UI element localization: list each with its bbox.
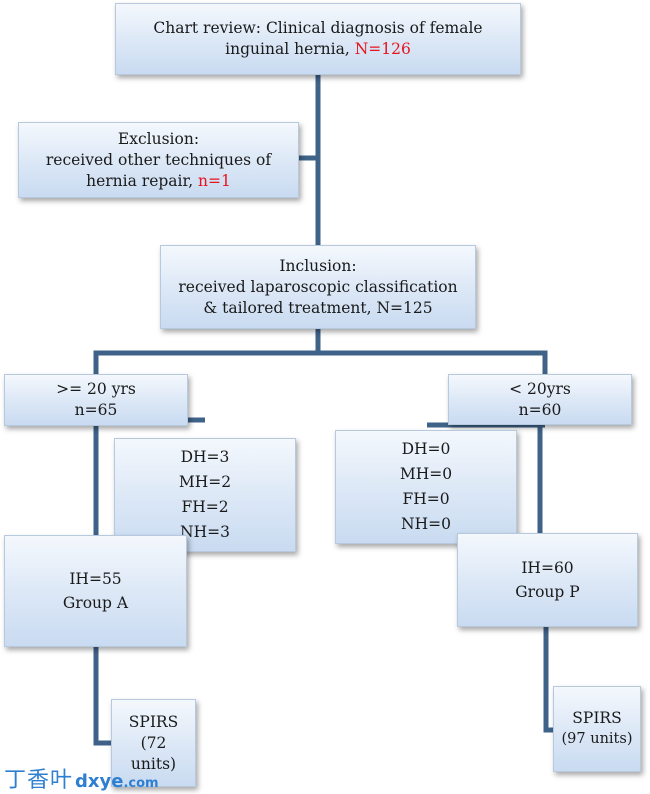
inclusion-heading: Inclusion: [279,256,357,275]
total-count: N=126 [354,40,411,58]
inclusion-line-2: & tailored treatment, N=125 [203,298,433,317]
adult-type-mh: MH=2 [178,473,232,491]
watermark-chinese: 丁香叶 [4,768,74,793]
watermark-latin: dxye [75,771,124,792]
exclusion-box: Exclusion: received other techniques of … [18,122,299,198]
spirs-a-label: SPIRS [128,712,179,731]
group-p-box: IH=60 Group P [457,533,638,627]
pediatric-age-box: < 20yrs n=60 [448,374,632,425]
group-a-box: IH=55 Group A [4,535,187,647]
inclusion-box: Inclusion: received laparoscopic classif… [160,245,476,329]
connector-inclusion-split [93,329,548,374]
chart-review-box: Chart review: Clinical diagnosis of fema… [115,3,521,75]
adult-age-count: n=65 [74,401,118,419]
adult-age-label: >= 20 yrs [56,380,136,398]
adult-age-box: >= 20 yrs n=65 [4,374,188,426]
pediatric-type-dh: DH=0 [401,440,451,458]
exclusion-line-2: hernia repair, [86,171,199,190]
group-p-label: Group P [515,583,580,601]
spirs-a-box: SPIRS (72 units) [111,699,196,787]
pediatric-type-fh: FH=0 [402,490,450,508]
inclusion-line-1: received laparoscopic classification [178,277,458,296]
connector-group-a-spirs [93,647,111,746]
adult-type-dh: DH=3 [180,448,230,466]
exclusion-heading: Exclusion: [117,129,200,148]
exclusion-line-1: received other techniques of [45,150,272,169]
adult-type-fh: FH=2 [181,498,229,516]
spirs-p-units: (97 units) [561,731,633,747]
adult-type-nh: NH=3 [180,523,230,541]
site-watermark: 丁香叶 dxye .com [4,762,159,793]
pediatric-age-label: < 20yrs [509,379,571,398]
group-a-ih: IH=55 [69,570,122,588]
spirs-p-label: SPIRS [572,709,622,727]
spirs-a-units-2: units) [130,754,177,773]
pediatric-type-mh: MH=0 [399,465,453,483]
group-a-label: Group A [62,594,129,612]
chart-review-text: Chart review: Clinical diagnosis of fema… [153,19,483,37]
exclusion-count: n=1 [198,171,231,190]
spirs-p-box: SPIRS (97 units) [553,686,641,772]
pediatric-type-nh: NH=0 [401,515,451,533]
spirs-a-units: (72 [140,733,167,752]
watermark-suffix: .com [123,776,159,791]
group-p-ih: IH=60 [521,559,574,577]
connector-group-p-spirs [543,627,553,733]
pediatric-types-box: DH=0 MH=0 FH=0 NH=0 [335,430,517,544]
adult-types-box: DH=3 MH=2 FH=2 NH=3 [114,438,296,552]
pediatric-age-count: n=60 [518,400,562,419]
chart-review-text-2: inguinal hernia, [225,40,355,58]
